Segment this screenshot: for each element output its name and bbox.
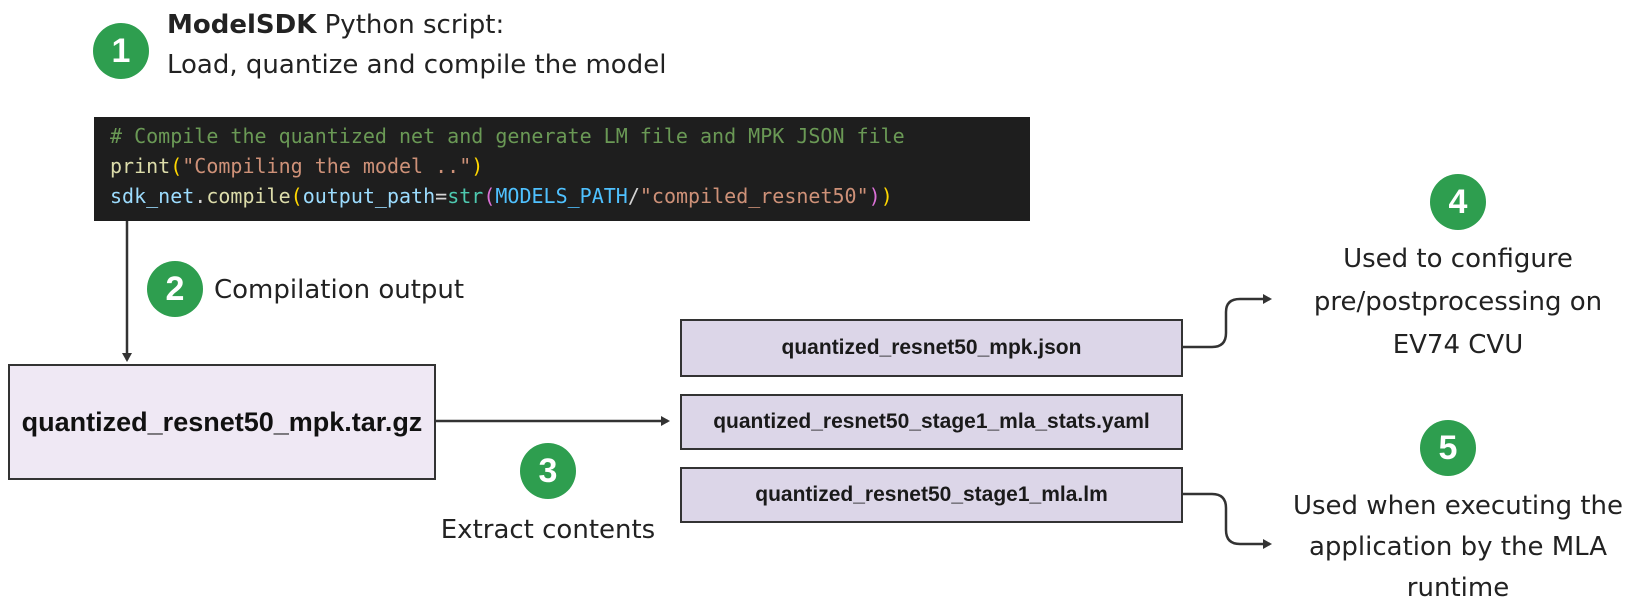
step-1-title-bold: ModelSDK — [167, 10, 317, 40]
arrow-lm-to-runtime — [1183, 492, 1272, 549]
step-1-badge: 1 — [93, 23, 149, 79]
step-5-line-1: Used when executing the — [1292, 491, 1624, 521]
lm-file-box: quantized_resnet50_stage1_mla.lm — [680, 467, 1183, 523]
archive-file-box: quantized_resnet50_mpk.tar.gz — [8, 364, 436, 480]
step-3-badge: 3 — [520, 443, 576, 499]
step-4-line-1: Used to configure — [1343, 244, 1573, 274]
step-5-line-3: runtime — [1406, 573, 1510, 603]
code-path-string: "compiled_resnet50" — [639, 184, 869, 208]
code-print-string: "Compiling the model .." — [182, 154, 472, 178]
code-const: MODELS_PATH — [495, 184, 628, 208]
code-object: sdk_net — [110, 184, 195, 208]
arrow-json-to-config — [1183, 294, 1272, 349]
step-1-subtitle: Load, quantize and compile the model — [167, 50, 667, 80]
step-2-badge: 2 — [147, 261, 203, 317]
step-1-title: ModelSDK Python script: — [167, 5, 504, 45]
code-method: compile — [206, 184, 291, 208]
step-5-badge: 5 — [1420, 420, 1476, 476]
code-block: # Compile the quantized net and generate… — [94, 117, 1030, 221]
step-4-badge: 4 — [1430, 174, 1486, 230]
yaml-file-box: quantized_resnet50_stage1_mla_stats.yaml — [680, 394, 1183, 450]
code-comment: # Compile the quantized net and generate… — [110, 124, 905, 148]
step-4-text: Used to configure pre/postprocessing on … — [1275, 238, 1641, 367]
step-3-label: Extract contents — [440, 515, 656, 545]
step-1-title-rest: Python script: — [316, 10, 505, 40]
step-4-line-3: EV74 CVU — [1392, 330, 1524, 360]
step-2-label: Compilation output — [214, 275, 465, 305]
step-5-text: Used when executing the application by t… — [1275, 486, 1641, 609]
step-4-line-2: pre/postprocessing on — [1313, 287, 1603, 317]
code-param: output_path — [302, 184, 436, 208]
json-file-box: quantized_resnet50_mpk.json — [680, 319, 1183, 377]
step-5-line-2: application by the MLA — [1308, 532, 1608, 562]
code-builtin: str — [447, 184, 484, 208]
code-print-fn: print — [110, 154, 171, 178]
